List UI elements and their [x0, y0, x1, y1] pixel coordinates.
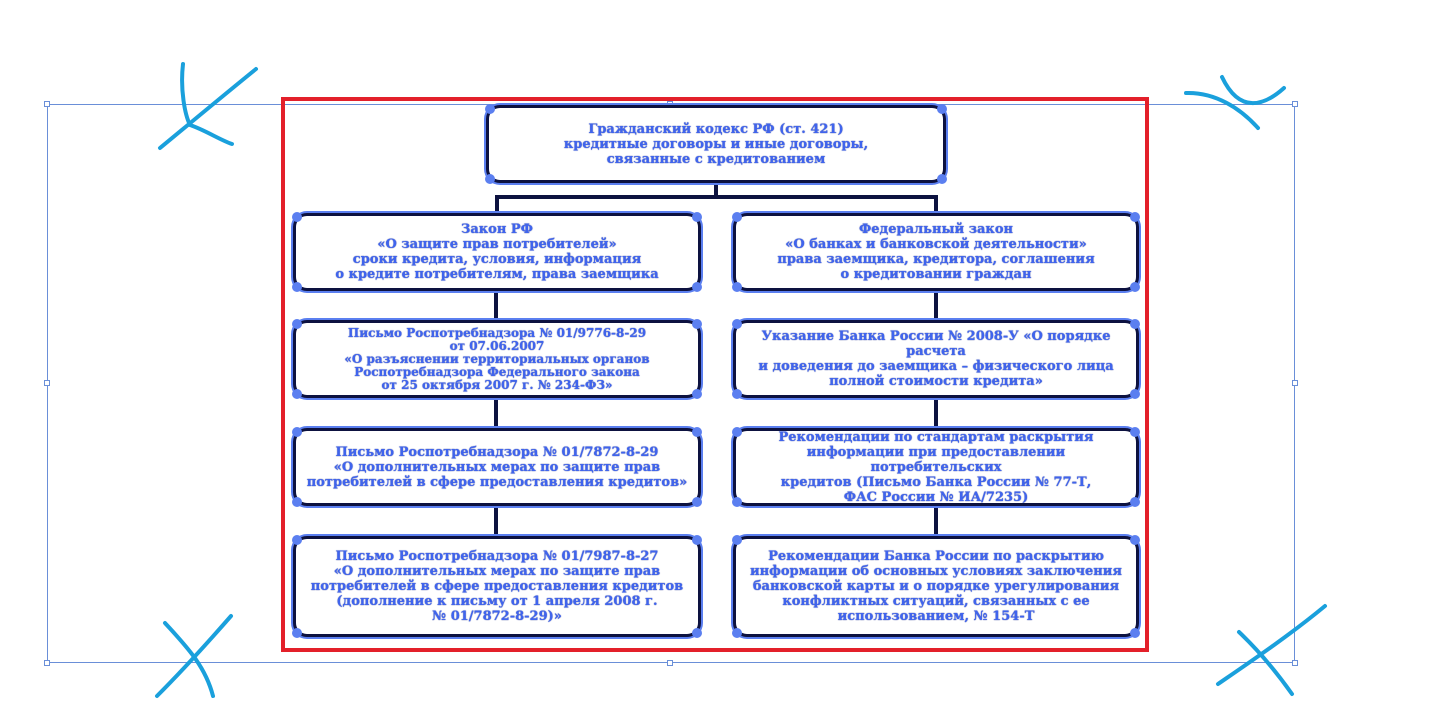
node-left-1: Закон РФ «О защите прав потребителей» ср… [293, 213, 701, 291]
anchor-point[interactable] [732, 535, 742, 545]
anchor-point[interactable] [937, 174, 947, 184]
anchor-point[interactable] [292, 628, 302, 638]
anchor-point[interactable] [732, 389, 742, 399]
anchor-point[interactable] [292, 212, 302, 222]
anchor-point[interactable] [692, 319, 702, 329]
anchor-point[interactable] [692, 212, 702, 222]
resize-handle[interactable] [1292, 660, 1298, 666]
connector [495, 195, 938, 199]
anchor-point[interactable] [1130, 389, 1140, 399]
anchor-point[interactable] [692, 535, 702, 545]
connector [494, 398, 498, 428]
node-right-1: Федеральный закон «О банках и банковской… [733, 213, 1139, 291]
resize-handle[interactable] [44, 101, 50, 107]
resize-handle[interactable] [1292, 101, 1298, 107]
anchor-point[interactable] [1130, 427, 1140, 437]
diagram-border [281, 97, 1149, 652]
connector [494, 506, 498, 536]
resize-handle[interactable] [44, 660, 50, 666]
anchor-point[interactable] [1130, 535, 1140, 545]
connector [934, 506, 938, 536]
resize-handle[interactable] [44, 380, 50, 386]
cross-mark-top-left [180, 62, 234, 146]
cross-mark-top-right [1184, 90, 1260, 130]
connector [494, 290, 498, 320]
anchor-point[interactable] [692, 628, 702, 638]
connector [934, 195, 938, 215]
anchor-point[interactable] [1130, 628, 1140, 638]
resize-handle[interactable] [1292, 380, 1298, 386]
anchor-point[interactable] [292, 535, 302, 545]
node-right-3: Рекомендации по стандартам раскрытия инф… [733, 428, 1139, 506]
node-right-2: Указание Банка России № 2008-У «О порядк… [733, 320, 1139, 398]
node-left-3: Письмо Роспотребнадзора № 01/7872-8-29 «… [293, 428, 701, 506]
cross-mark-bottom-right [1237, 630, 1294, 696]
anchor-point[interactable] [292, 389, 302, 399]
node-left-4: Письмо Роспотребнадзора № 01/7987-8-27 «… [293, 536, 701, 637]
connector [934, 398, 938, 428]
anchor-point[interactable] [732, 319, 742, 329]
anchor-point[interactable] [485, 174, 495, 184]
anchor-point[interactable] [292, 282, 302, 292]
anchor-point[interactable] [1130, 319, 1140, 329]
anchor-point[interactable] [692, 389, 702, 399]
connector [934, 290, 938, 320]
node-top: Гражданский кодекс РФ (ст. 421) кредитны… [486, 105, 946, 183]
connector [714, 183, 718, 197]
anchor-point[interactable] [937, 104, 947, 114]
anchor-point[interactable] [1130, 212, 1140, 222]
anchor-point[interactable] [692, 427, 702, 437]
anchor-point[interactable] [1130, 282, 1140, 292]
anchor-point[interactable] [692, 282, 702, 292]
node-right-4: Рекомендации Банка России по раскрытию и… [733, 536, 1139, 637]
anchor-point[interactable] [485, 104, 495, 114]
anchor-point[interactable] [292, 497, 302, 507]
anchor-point[interactable] [732, 282, 742, 292]
cross-mark-bottom-left [163, 621, 215, 698]
anchor-point[interactable] [732, 212, 742, 222]
node-left-2: Письмо Роспотребнадзора № 01/9776-8-29 о… [293, 320, 701, 398]
anchor-point[interactable] [732, 427, 742, 437]
anchor-point[interactable] [732, 497, 742, 507]
anchor-point[interactable] [692, 497, 702, 507]
anchor-point[interactable] [292, 427, 302, 437]
anchor-point[interactable] [292, 319, 302, 329]
resize-handle[interactable] [667, 660, 673, 666]
anchor-point[interactable] [1130, 497, 1140, 507]
anchor-point[interactable] [732, 628, 742, 638]
connector [495, 195, 499, 215]
